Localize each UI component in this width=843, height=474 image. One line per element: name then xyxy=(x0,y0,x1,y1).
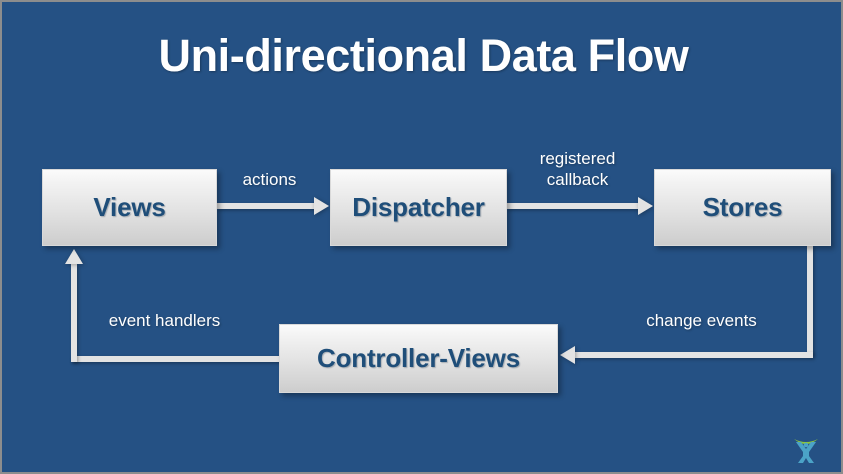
edge-actions-shaft xyxy=(217,203,316,209)
page-title: Uni-directional Data Flow xyxy=(158,30,689,81)
edge-callback-shaft xyxy=(507,203,640,209)
edge-label-registered-callback: registered callback xyxy=(539,149,616,190)
arrow-left-icon xyxy=(560,346,575,364)
edge-label-change-events: change events xyxy=(646,311,757,330)
edge-label-actions: actions xyxy=(242,170,297,189)
flow-node-dispatcher[interactable]: Dispatcher xyxy=(330,169,507,246)
edge-change-events-vertical xyxy=(807,246,813,355)
edge-event-handlers-horizontal xyxy=(71,356,281,362)
edge-event-handlers-vertical xyxy=(71,264,77,362)
arrow-right-icon xyxy=(314,197,329,215)
flow-node-stores[interactable]: Stores xyxy=(654,169,831,246)
edge-change-events-horizontal xyxy=(575,352,813,358)
edge-label-event-handlers: event handlers xyxy=(108,311,221,330)
flow-node-controller-views[interactable]: Controller-Views xyxy=(279,324,558,393)
flow-node-views[interactable]: Views xyxy=(42,169,217,246)
arrow-right-icon xyxy=(638,197,653,215)
brand-logo-icon xyxy=(788,432,824,468)
arrow-up-icon xyxy=(65,249,83,264)
